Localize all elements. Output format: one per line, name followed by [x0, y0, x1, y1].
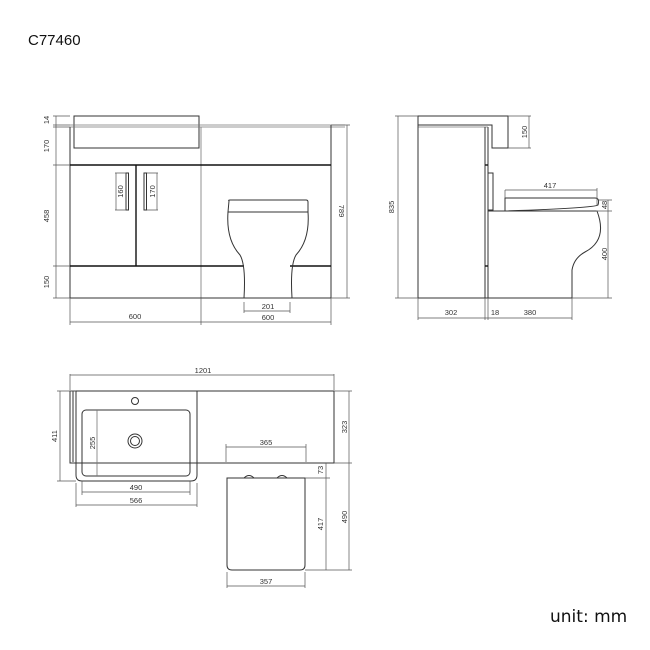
toilet-top — [226, 475, 306, 571]
unit-label: unit: mm — [550, 607, 628, 627]
waste-outlet — [127, 433, 143, 449]
dim-pan-depth: 490 — [340, 511, 349, 524]
door-handle-left — [125, 172, 129, 211]
dim-pan-height: 400 — [600, 248, 609, 261]
dim-basin-lip: 14 — [42, 116, 51, 124]
dim-pan-width: 357 — [260, 577, 273, 586]
product-code: C77460 — [28, 32, 81, 49]
dim-pan-offset: 73 — [316, 466, 325, 474]
door-handle-side — [487, 172, 494, 211]
dim-seat-width: 365 — [260, 438, 273, 447]
dim-side-total-height: 835 — [387, 201, 396, 214]
door-handle-right — [143, 172, 147, 211]
basin-top — [75, 390, 198, 482]
dim-plinth-height: 150 — [42, 276, 51, 289]
dim-seat-length: 417 — [544, 181, 557, 190]
dim-total-width: 1201 — [195, 366, 212, 375]
dim-door-height: 458 — [42, 210, 51, 223]
top-view: 1201 411 255 490 566 365 323 490 73 — [50, 366, 352, 588]
dim-pan-projection: 380 — [524, 308, 537, 317]
dim-bowl-width: 490 — [130, 483, 143, 492]
dim-basin-depth: 411 — [50, 430, 59, 442]
dim-bowl-depth: 255 — [88, 437, 97, 450]
basin-side — [417, 115, 509, 149]
basin-bowl — [81, 409, 191, 477]
dim-left-width: 600 — [129, 312, 142, 321]
tap-hole — [131, 397, 139, 405]
dim-side-basin: 150 — [520, 126, 529, 139]
toilet-side — [488, 197, 601, 299]
dim-pan-base-width: 201 — [262, 302, 275, 311]
dim-right-width: 600 — [262, 313, 275, 322]
toilet-front — [227, 199, 309, 299]
dim-cabinet-depth: 302 — [445, 308, 458, 317]
basin-front — [73, 115, 200, 149]
dim-panel-thickness: 18 — [491, 308, 499, 317]
dim-basin-height: 170 — [42, 140, 51, 153]
dim-seat-depth: 417 — [316, 518, 325, 531]
dim-basin-width: 566 — [130, 496, 143, 505]
dim-seat-thickness: 48 — [600, 201, 609, 209]
front-view: 160 170 14 170 458 150 789 600 600 201 — [42, 115, 350, 325]
dim-handle-right: 170 — [148, 185, 157, 198]
dim-handle-left: 160 — [116, 185, 125, 198]
dim-top-cabinet-depth: 323 — [340, 421, 349, 434]
side-view: 835 150 417 48 400 302 18 380 — [387, 115, 612, 320]
dim-total-height: 789 — [337, 205, 346, 218]
